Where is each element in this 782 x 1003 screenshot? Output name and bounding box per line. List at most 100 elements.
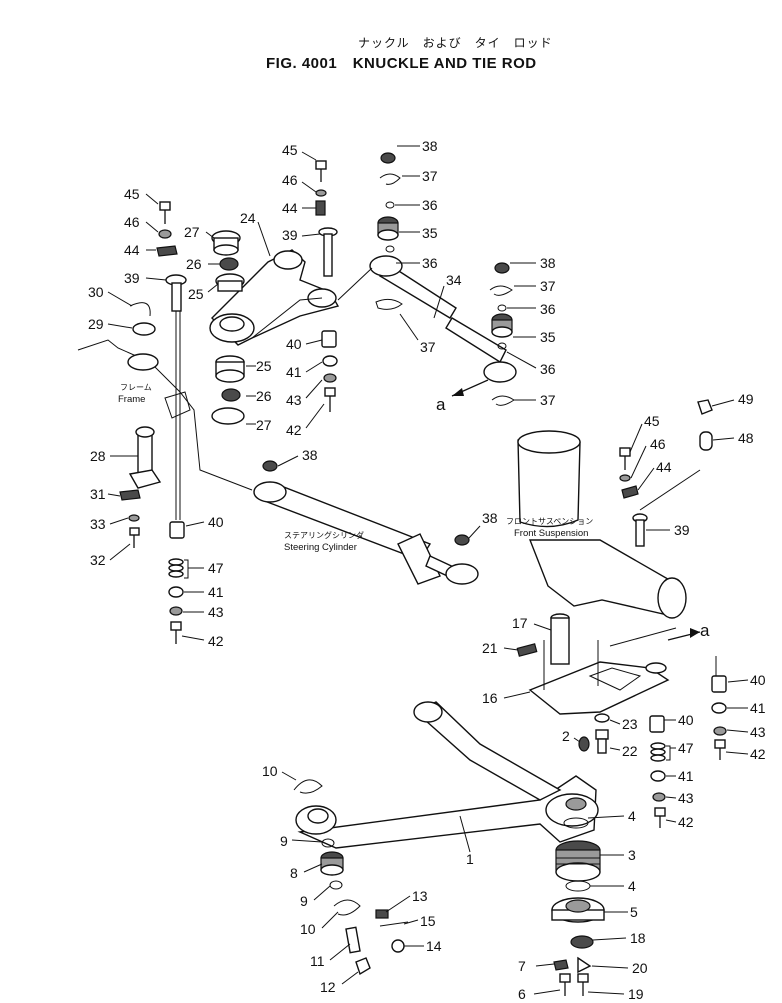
callout-35: 35	[422, 225, 438, 241]
bolt-45-left	[159, 201, 171, 224]
callout-20: 20	[632, 960, 648, 976]
callout-39: 39	[674, 522, 690, 538]
callout-numbers: 45 46 44 39 30 29 27 26 25 24 45 46 44 3…	[88, 138, 766, 1002]
bushing-25-upper	[215, 273, 245, 292]
callout-4: 4	[628, 878, 636, 894]
bolt-45-right	[619, 447, 631, 470]
callout-37: 37	[420, 339, 436, 355]
key-21	[516, 643, 538, 657]
snap-ring-37d	[491, 395, 515, 406]
callout-5: 5	[630, 904, 638, 920]
lock-plate-44-right	[621, 485, 639, 499]
spring-44-crank	[315, 200, 326, 216]
callout-9: 9	[300, 893, 308, 909]
callout-40: 40	[750, 672, 766, 688]
bushing-27-lower	[211, 407, 245, 425]
callout-43: 43	[678, 790, 694, 806]
callout-45: 45	[644, 413, 660, 429]
callout-40: 40	[286, 336, 302, 352]
callout-45: 45	[282, 142, 298, 158]
washer-46-left	[158, 229, 172, 239]
reference-arrow-a-upper	[451, 379, 489, 397]
callout-35: 35	[540, 329, 556, 345]
callout-32: 32	[90, 552, 106, 568]
lock-plate-31	[119, 489, 141, 501]
callout-18: 18	[630, 930, 646, 946]
callout-9: 9	[280, 833, 288, 849]
ring-36c	[497, 304, 507, 312]
washer-46-crank	[315, 189, 327, 197]
plug-14	[391, 939, 405, 953]
frame-label: Frame	[118, 394, 145, 405]
kingpin-17	[550, 613, 570, 665]
shims-47-center	[650, 742, 666, 762]
knuckle-arm-1	[295, 701, 599, 849]
cap-48	[699, 431, 713, 451]
callout-46: 46	[124, 214, 140, 230]
washer-23	[594, 713, 610, 723]
callout-46: 46	[282, 172, 298, 188]
leader-lines	[107, 145, 749, 995]
callout-27: 27	[184, 224, 200, 240]
callout-40: 40	[678, 712, 694, 728]
snap-ring-37a	[379, 173, 401, 185]
callout-1: 1	[466, 851, 474, 867]
callout-31: 31	[90, 486, 106, 502]
callout-42: 42	[750, 746, 766, 762]
callout-39: 39	[124, 270, 140, 286]
callout-12: 12	[320, 979, 336, 995]
callout-3: 3	[628, 847, 636, 863]
callout-41: 41	[750, 700, 766, 716]
callout-25: 25	[188, 286, 204, 302]
collar-40-left	[169, 521, 185, 539]
callout-43: 43	[208, 604, 224, 620]
grease-fitting-12	[355, 957, 371, 976]
callout-41: 41	[286, 364, 302, 380]
callout-25: 25	[256, 358, 272, 374]
bushing-27-upper	[211, 230, 241, 256]
callout-23: 23	[622, 716, 638, 732]
reference-arrow-a-lower	[667, 628, 701, 641]
bell-crank-arm	[209, 249, 340, 346]
callout-2: 2	[562, 728, 570, 744]
pin-11	[345, 926, 361, 954]
seal-26-upper	[219, 257, 239, 271]
bolt-22	[595, 729, 609, 754]
callout-13: 13	[412, 888, 428, 904]
grease-fitting-49	[697, 399, 713, 415]
callout-36: 36	[540, 301, 556, 317]
callout-44: 44	[656, 459, 672, 475]
snap-ring-30	[129, 302, 151, 317]
nut-38d	[454, 534, 470, 546]
washer-41-center	[650, 770, 666, 782]
callout-42: 42	[678, 814, 694, 830]
callout-29: 29	[88, 316, 104, 332]
ring-36b	[385, 245, 395, 253]
callout-11: 11	[310, 953, 325, 969]
callout-14: 14	[426, 938, 442, 954]
ball-joint-35a	[377, 216, 399, 241]
callout-7: 7	[518, 958, 526, 974]
callout-38: 38	[540, 255, 556, 271]
callout-42: 42	[286, 422, 302, 438]
callout-6: 6	[518, 986, 526, 1002]
bolt-42-crank	[324, 387, 336, 412]
callout-34: 34	[446, 272, 462, 288]
grease-nipple-2	[578, 736, 590, 752]
bolt-42-right	[714, 739, 726, 760]
nut-38b	[494, 262, 510, 274]
callout-37: 37	[540, 392, 556, 408]
callout-26: 26	[186, 256, 202, 272]
washer-41-crank	[322, 355, 338, 367]
callout-17: 17	[512, 615, 528, 631]
collar-40-crank	[321, 330, 337, 348]
callout-38: 38	[302, 447, 318, 463]
washer-43-crank	[323, 373, 337, 383]
washer-29	[132, 322, 156, 336]
snap-ring-10a	[293, 779, 323, 794]
snap-ring-10b	[333, 899, 361, 916]
bolt-42-center	[654, 807, 666, 828]
ring-9b	[329, 880, 343, 890]
callout-24: 24	[240, 210, 256, 226]
